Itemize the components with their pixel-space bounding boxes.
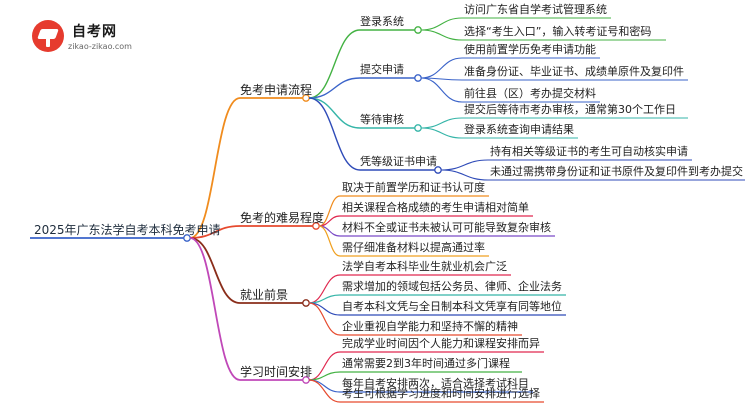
branch-connector-2 xyxy=(189,237,241,304)
logo-title: 自考网 xyxy=(72,24,117,40)
leaf-label-b2-1: 需求增加的领域包括公务员、律师、企业法务 xyxy=(342,280,562,293)
leaf-connector-3-1 xyxy=(440,169,489,181)
branch-connector-3 xyxy=(189,237,241,381)
sub-connector-0 xyxy=(308,29,361,99)
sub-dot-2[interactable] xyxy=(414,124,422,132)
leaf-label-b1-1: 相关课程合格成绩的考生申请相对简单 xyxy=(342,201,529,214)
leaf-connector-b3-3 xyxy=(308,379,341,403)
leaf-label-1-2: 前往县（区）考办提交材料 xyxy=(464,87,596,100)
leaf-label-b2-0: 法学自考本科毕业生就业机会广泛 xyxy=(342,260,507,273)
leaf-label-1-1: 准备身份证、毕业证书、成绩单原件及复印件 xyxy=(464,65,684,78)
leaf-label-0-0: 访问广东省自学考试管理系统 xyxy=(464,3,607,16)
branch-dot-2[interactable] xyxy=(302,299,310,307)
leaf-connector-2-0 xyxy=(420,117,463,129)
leaf-connector-b2-0 xyxy=(308,274,341,304)
logo-url: zikao-zikao.com xyxy=(68,42,132,51)
site-logo[interactable]: 自考网 zikao-zikao.com xyxy=(32,20,152,62)
leaf-connector-1-0 xyxy=(420,57,463,79)
leaf-label-b1-2: 材料不全或证书未被认可可能导致复杂审核 xyxy=(342,221,551,234)
leaf-label-b1-0: 取决于前置学历和证书认可度 xyxy=(342,181,485,194)
leaf-connector-0-0 xyxy=(420,17,463,31)
leaf-label-b3-1: 通常需要2到3年时间通过多门课程 xyxy=(342,357,510,370)
leaf-connector-0-1 xyxy=(420,29,463,41)
branch-label-0: 免考申请流程 xyxy=(240,83,313,97)
leaf-connector-b3-0 xyxy=(308,351,341,381)
sub-label-2: 等待审核 xyxy=(360,113,404,126)
sub-label-1: 提交申请 xyxy=(360,63,404,76)
branch-connector-0 xyxy=(189,97,241,239)
leaf-label-2-0: 提交后等待市考办审核，通常第30个工作日 xyxy=(464,103,676,116)
sub-label-0: 登录系统 xyxy=(360,15,404,28)
leaf-label-b1-3: 需仔细准备材料以提高通过率 xyxy=(342,241,485,254)
sub-connector-2 xyxy=(308,97,361,129)
leaf-label-b3-0: 完成学业时间因个人能力和课程安排而异 xyxy=(342,337,540,350)
sub-label-3: 凭等级证书申请 xyxy=(360,155,437,168)
branch-label-2: 就业前景 xyxy=(240,288,289,302)
leaf-label-b3-3: 考生可根据学习进度和时间安排进行选择 xyxy=(342,387,540,400)
sub-dot-1[interactable] xyxy=(414,74,422,82)
sub-connector-1 xyxy=(308,77,361,99)
sub-dot-0[interactable] xyxy=(414,26,422,34)
leaf-connector-b2-3 xyxy=(308,302,341,336)
branch-connector-1 xyxy=(189,225,241,239)
branch-label-1: 免考的难易程度 xyxy=(240,211,325,225)
leaf-label-1-0: 使用前置学历免考申请功能 xyxy=(464,43,596,56)
leaf-label-3-0: 持有相关等级证书的考生可自动核实申请 xyxy=(490,145,688,158)
root-node-label: 2025年广东法学自考本科免考申请 xyxy=(34,223,221,237)
branch-label-3: 学习时间安排 xyxy=(240,365,313,379)
leaf-connector-1-2 xyxy=(420,77,463,103)
leaf-label-b2-3: 企业重视自学能力和坚持不懈的精神 xyxy=(342,320,518,333)
leaf-connector-2-1 xyxy=(420,127,463,139)
leaf-connector-3-0 xyxy=(440,159,489,171)
leaf-label-b2-2: 自考本科文凭与全日制本科文凭享有同等地位 xyxy=(342,300,562,313)
sub-connector-3 xyxy=(308,97,361,171)
leaf-label-0-1: 选择“考生入口”，输入转考证号和密码 xyxy=(464,25,652,38)
leaf-label-3-1: 未通过需携带身份证和证书原件及复印件到考办提交 xyxy=(490,165,743,178)
leaf-label-b3-2: 每年自考安排两次，适合选择考试科目 xyxy=(342,377,529,390)
leaf-connector-b1-3 xyxy=(318,225,341,257)
leaf-label-2-1: 登录系统查询申请结果 xyxy=(464,123,574,136)
graduation-cap-icon xyxy=(32,20,64,52)
